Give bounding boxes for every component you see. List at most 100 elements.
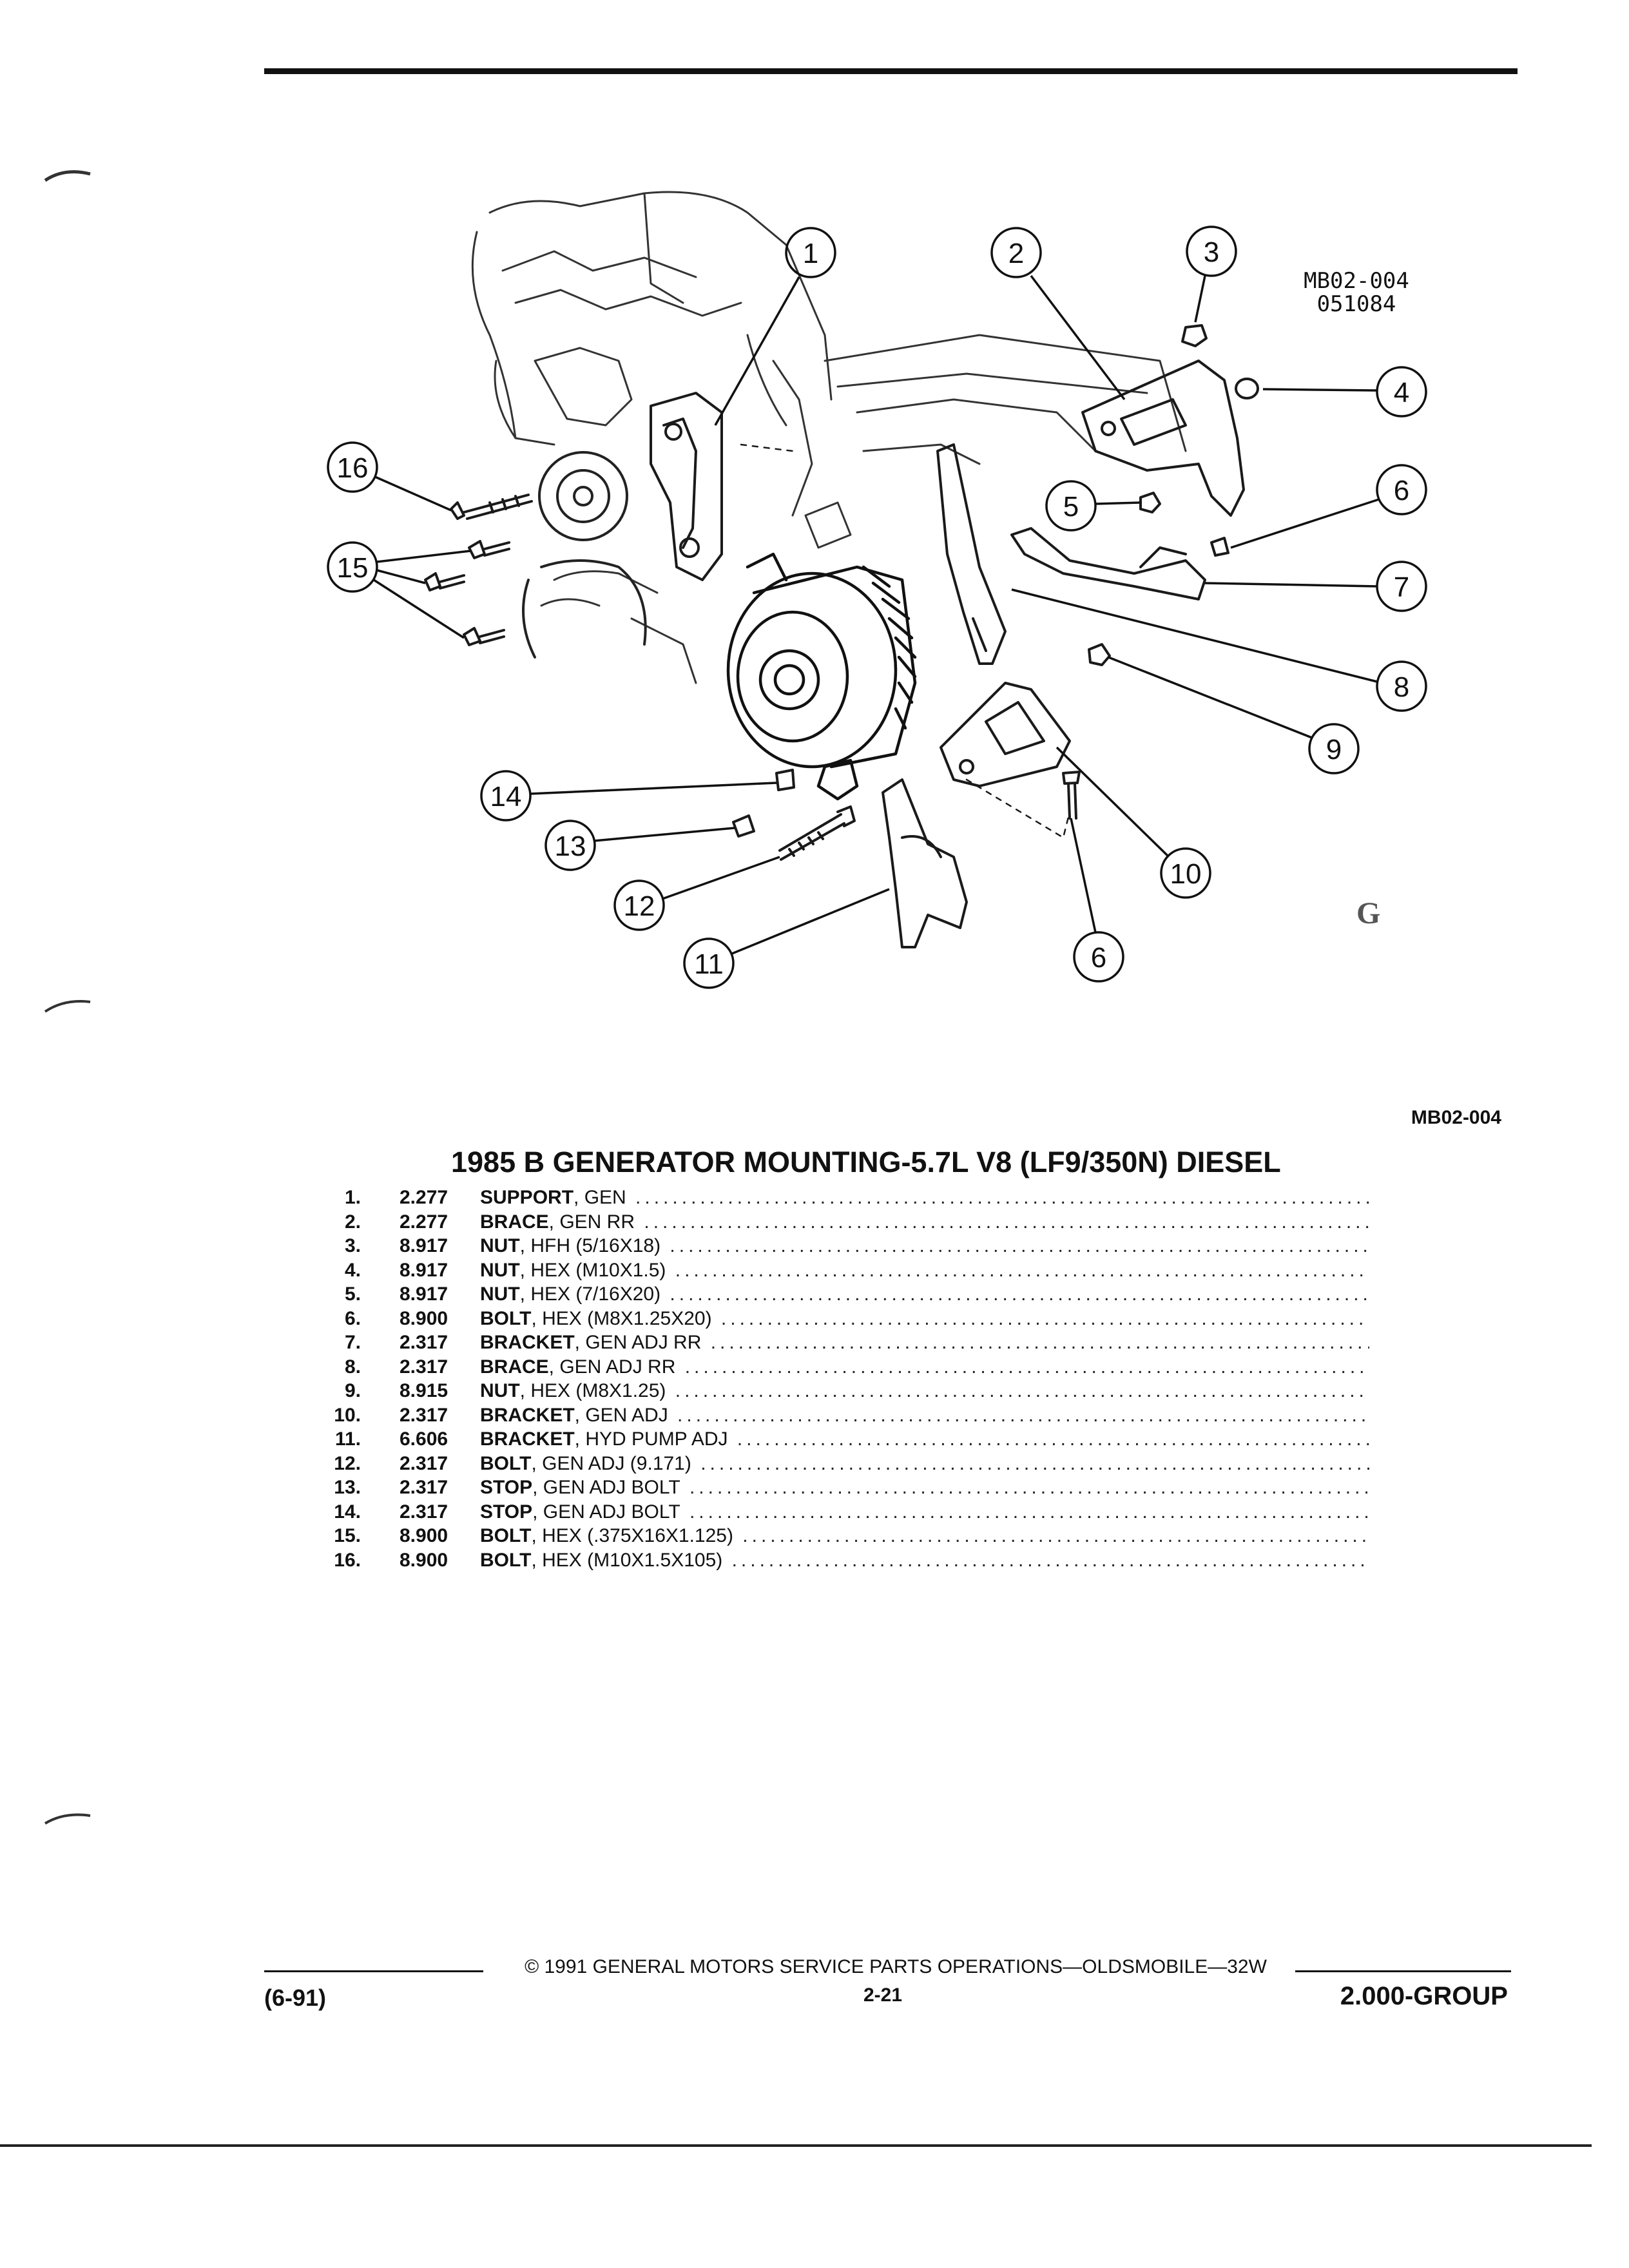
part-group-code: 2.277 [400, 1187, 448, 1208]
part-number: 14. [334, 1501, 361, 1523]
part-detail: , HYD PUMP ADJ [574, 1428, 728, 1450]
part-description: NUT, HFH (5/16X18) .....................… [480, 1234, 1369, 1258]
dot-leader: ........................................… [670, 1283, 1369, 1305]
part-group-code: 2.317 [400, 1477, 448, 1498]
part-group-code: 2.277 [400, 1211, 448, 1233]
callout-number: 6 [1394, 475, 1409, 506]
support-bracket-drawing [650, 392, 723, 581]
part-description: BOLT, HEX (M8X1.25X20) .................… [480, 1307, 1369, 1331]
callout-number: 8 [1394, 671, 1409, 703]
callout-number: 7 [1394, 572, 1409, 603]
part-number: 1. [344, 1187, 361, 1208]
part-group-code: 2.317 [400, 1332, 448, 1353]
part-row: 16. 8.900 BOLT, HEX (M10X1.5X105) ........… [309, 1548, 1379, 1573]
part-detail: , GEN ADJ BOLT [532, 1501, 680, 1523]
callout-3 [1186, 226, 1237, 323]
part-detail: , GEN [574, 1187, 626, 1208]
part-detail: , GEN RR [548, 1211, 635, 1233]
part-detail: , GEN ADJ BOLT [532, 1477, 680, 1498]
part-number: 3. [344, 1235, 361, 1256]
part-name: BOLT [480, 1452, 532, 1474]
part-detail: , HEX (M8X1.25) [519, 1380, 666, 1401]
dot-leader: ........................................… [670, 1235, 1369, 1256]
bracket-hyd-pump-adj-drawing [882, 778, 968, 948]
scan-mark [44, 170, 91, 182]
part-name: NUT [480, 1235, 520, 1256]
part-name: BRACKET [480, 1404, 575, 1426]
dot-leader: ........................................… [720, 1307, 1369, 1329]
callout-7 [1204, 561, 1427, 612]
callout-number: 3 [1204, 236, 1219, 268]
part-description: BRACKET, GEN ADJ .......................… [480, 1403, 1369, 1428]
dot-leader: ........................................… [675, 1380, 1369, 1401]
dot-leader: ........................................… [742, 1525, 1369, 1546]
part-group-code: 8.900 [400, 1307, 448, 1329]
part-description: BOLT, HEX (.375X16X1.125) ..............… [480, 1524, 1369, 1548]
part-group-code: 8.915 [400, 1380, 448, 1401]
part-name: BRACE [480, 1211, 549, 1233]
dot-leader: ........................................… [677, 1404, 1369, 1426]
part-name: BRACE [480, 1356, 549, 1378]
part-name: NUT [480, 1259, 520, 1281]
part-row: 11. 6.606 BRACKET, HYD PUMP ADJ ..........… [309, 1427, 1379, 1452]
dot-leader: ........................................… [731, 1549, 1369, 1571]
callout-11 [683, 888, 890, 989]
figure-reference-code: MB02-004 [1411, 1107, 1501, 1128]
drawing-code: MB02-004 [1304, 268, 1409, 294]
part-description: BRACKET, HYD PUMP ADJ ..................… [480, 1427, 1369, 1452]
brace-gen-rr-drawing [1081, 360, 1245, 517]
part-description: BRACKET, GEN ADJ RR ....................… [480, 1331, 1369, 1355]
part-number: 9. [344, 1380, 361, 1401]
scan-mark [44, 1813, 91, 1825]
footer-group: 2.000-GROUP [1340, 1982, 1508, 2010]
part-description: BOLT, GEN ADJ (9.171) ..................… [480, 1452, 1369, 1476]
callout-4 [1262, 366, 1427, 418]
dot-leader: ........................................… [684, 1356, 1369, 1378]
part-group-code: 8.900 [400, 1549, 448, 1571]
callout-number: 9 [1326, 734, 1342, 765]
callouts [327, 226, 1427, 989]
part-name: BRACKET [480, 1332, 575, 1353]
footer-page-number: 2-21 [863, 1984, 903, 2006]
part-group-code: 6.606 [400, 1428, 448, 1450]
callout-2 [990, 227, 1126, 401]
drawing-date-code: 051084 [1316, 291, 1396, 317]
callout-number: 10 [1170, 858, 1202, 890]
part-description: BOLT, HEX (M10X1.5X105) ................… [480, 1548, 1369, 1573]
part-number: 16. [334, 1549, 361, 1571]
part-detail: , GEN ADJ RR [574, 1332, 702, 1353]
part-number: 12. [334, 1452, 361, 1474]
part-group-code: 8.917 [400, 1235, 448, 1256]
callout-number: 14 [490, 781, 522, 812]
parts-list-title: 1985 B GENERATOR MOUNTING-5.7L V8 (LF9/3… [451, 1146, 1281, 1178]
part-group-code: 8.917 [400, 1283, 448, 1305]
bracket-gen-adj-rr-drawing [1010, 527, 1206, 601]
callout-number: 15 [337, 552, 369, 584]
bottom-rule [0, 2144, 1592, 2147]
part-name: STOP [480, 1501, 533, 1523]
part-group-code: 2.317 [400, 1356, 448, 1378]
part-name: BOLT [480, 1307, 532, 1329]
part-number: 15. [334, 1525, 361, 1546]
callout-number: 5 [1063, 491, 1079, 523]
callout-10 [1055, 746, 1211, 899]
part-description: NUT, HEX (7/16X20) .....................… [480, 1282, 1369, 1307]
part-number: 11. [334, 1428, 361, 1450]
callout-8 [1011, 588, 1427, 712]
fasteners-drawing [424, 324, 1259, 861]
part-description: NUT, HEX (M10X1.5) .....................… [480, 1258, 1369, 1283]
part-detail: , HEX (7/16X20) [519, 1283, 661, 1305]
callout-number: 4 [1394, 377, 1409, 408]
dot-leader: ........................................… [737, 1428, 1369, 1450]
part-number: 2. [344, 1211, 361, 1233]
part-detail: , HEX (.375X16X1.125) [531, 1525, 733, 1546]
